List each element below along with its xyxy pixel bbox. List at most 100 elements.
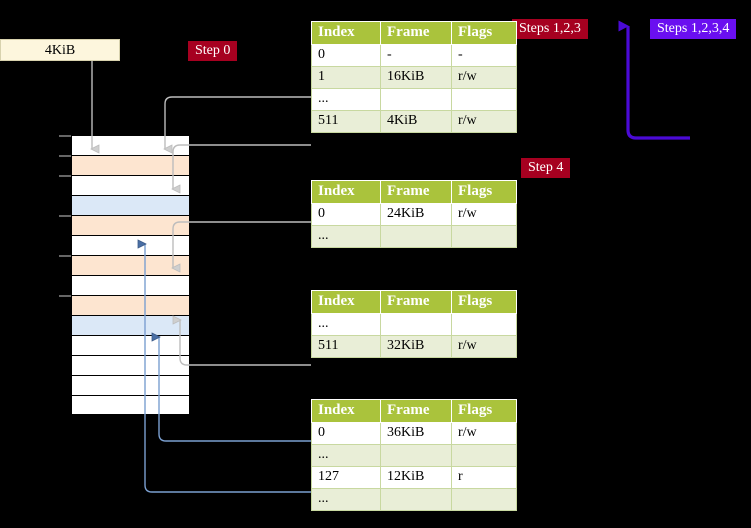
- table-row: ...: [311, 225, 517, 248]
- cell-index: ...: [311, 88, 381, 111]
- cell-index: ...: [311, 225, 381, 248]
- column-header-index: Index: [311, 21, 381, 45]
- cell-flags: r/w: [451, 422, 517, 445]
- memory-frame-row: [71, 235, 190, 255]
- wire-l4-row511-to-memory: [173, 144, 311, 189]
- table-row: ...: [311, 488, 517, 511]
- cell-index: ...: [311, 313, 381, 336]
- physical-memory-grid: [71, 135, 190, 416]
- cell-frame: [380, 488, 452, 511]
- column-header-flags: Flags: [451, 399, 517, 423]
- memory-tick: [59, 295, 71, 297]
- table-header-row: Index Frame Flags: [311, 180, 517, 204]
- cell-frame: 16KiB: [380, 66, 452, 89]
- badge-steps-1-2-3-4: Steps 1,2,3,4: [650, 19, 737, 39]
- memory-frame-row: [71, 135, 190, 155]
- memory-tick: [59, 175, 71, 177]
- cell-index: 0: [311, 44, 381, 67]
- cell-index: 0: [311, 203, 381, 226]
- table-header-row: Index Frame Flags: [311, 399, 517, 423]
- memory-frame-row: [71, 315, 190, 335]
- memory-frame-row: [71, 295, 190, 315]
- cell-flags: [451, 488, 517, 511]
- badge-step-0: Step 0: [188, 41, 238, 61]
- cell-index: 127: [311, 466, 381, 489]
- cell-frame: [380, 444, 452, 467]
- cell-frame: [380, 313, 452, 336]
- cell-frame: -: [380, 44, 452, 67]
- column-header-flags: Flags: [451, 180, 517, 204]
- cell-flags: r/w: [451, 203, 517, 226]
- cell-frame: 4KiB: [380, 110, 452, 133]
- cell-flags: -: [451, 44, 517, 67]
- column-header-frame: Frame: [380, 290, 452, 314]
- memory-tick: [59, 155, 71, 157]
- badge-steps-1-2-3: Steps 1,2,3: [512, 19, 588, 39]
- cell-flags: [451, 225, 517, 248]
- column-header-index: Index: [311, 399, 381, 423]
- memory-tick: [59, 215, 71, 217]
- wire-l2-row511-to-memory: [180, 320, 311, 366]
- memory-frame-row: [71, 355, 190, 375]
- memory-frame-row: [71, 375, 190, 395]
- cell-flags: r/w: [451, 335, 517, 358]
- cell-frame: [380, 88, 452, 111]
- cell-frame: 24KiB: [380, 203, 452, 226]
- cell-frame: [380, 225, 452, 248]
- memory-frame-row: [71, 215, 190, 235]
- cell-index: ...: [311, 444, 381, 467]
- memory-frame-row: [71, 155, 190, 175]
- column-header-frame: Frame: [380, 21, 452, 45]
- wire-steps-1-2-3-4-arrow: [618, 20, 690, 140]
- memory-frame-row: [71, 275, 190, 295]
- memory-tick: [59, 135, 71, 137]
- column-header-index: Index: [311, 290, 381, 314]
- table-row: 0--: [311, 44, 517, 67]
- memory-frame-row: [71, 175, 190, 195]
- cell-index: 1: [311, 66, 381, 89]
- column-header-flags: Flags: [451, 290, 517, 314]
- cell-flags: r: [451, 466, 517, 489]
- memory-frame-row: [71, 255, 190, 275]
- table-row: ...: [311, 313, 517, 336]
- frame-size-box: 4KiB: [0, 39, 120, 61]
- cell-index: 0: [311, 422, 381, 445]
- cell-flags: [451, 313, 517, 336]
- cell-index: 511: [311, 110, 381, 133]
- cell-frame: 36KiB: [380, 422, 452, 445]
- badge-step-4: Step 4: [521, 158, 571, 178]
- column-header-flags: Flags: [451, 21, 517, 45]
- cell-flags: r/w: [451, 110, 517, 133]
- wire-l3-row0-to-memory: [173, 221, 311, 268]
- cell-frame: 32KiB: [380, 335, 452, 358]
- memory-frame-row: [71, 195, 190, 215]
- memory-frame-row: [71, 395, 190, 415]
- memory-tick: [59, 255, 71, 257]
- memory-frame-row: [71, 335, 190, 355]
- table-row: ...: [311, 444, 517, 467]
- table-header-row: Index Frame Flags: [311, 21, 517, 45]
- cell-index: 511: [311, 335, 381, 358]
- cell-flags: [451, 444, 517, 467]
- cell-index: ...: [311, 488, 381, 511]
- table-header-row: Index Frame Flags: [311, 290, 517, 314]
- cell-frame: 12KiB: [380, 466, 452, 489]
- column-header-index: Index: [311, 180, 381, 204]
- column-header-frame: Frame: [380, 180, 452, 204]
- cell-flags: [451, 88, 517, 111]
